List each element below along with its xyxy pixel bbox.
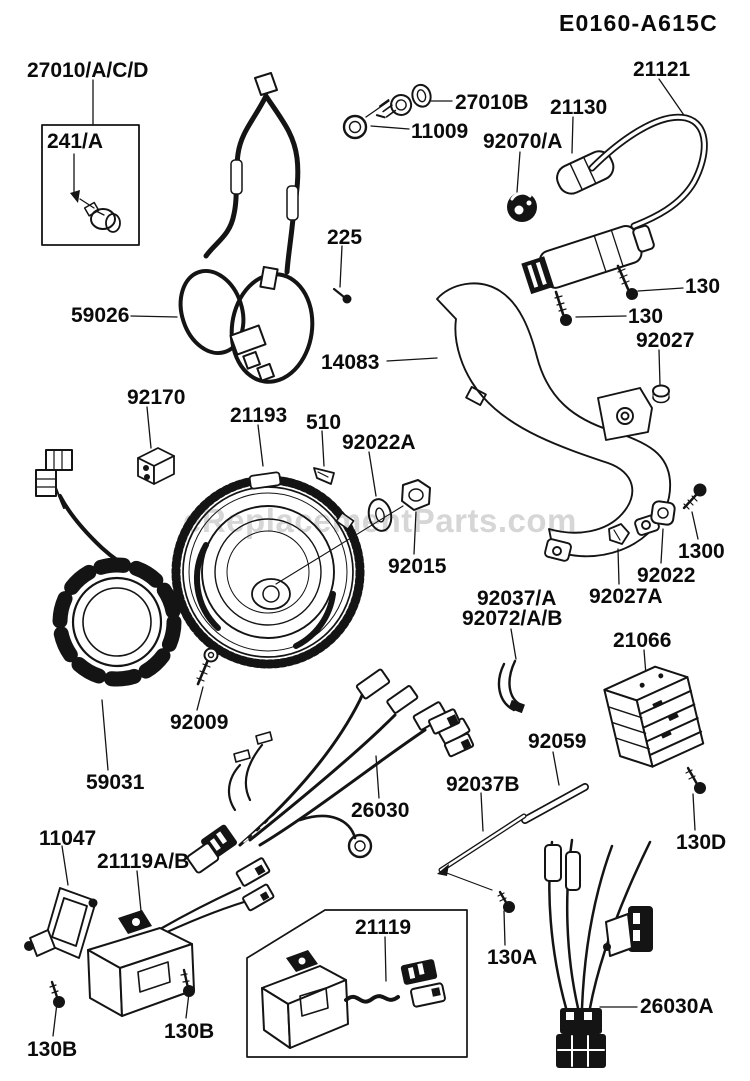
bolt-1300-drawing bbox=[684, 483, 707, 510]
main-harness-drawing bbox=[154, 669, 474, 938]
part-label-92027: 92027 bbox=[636, 329, 695, 352]
diagram-code: E0160-A615C bbox=[559, 10, 718, 36]
part-label-92022a: 92022A bbox=[342, 431, 416, 454]
part-label-59031: 59031 bbox=[86, 771, 145, 794]
fan-housing-drawing bbox=[437, 283, 670, 561]
part-label-92170: 92170 bbox=[127, 386, 186, 409]
part-label-92027a: 92027A bbox=[589, 585, 663, 608]
nut-92015-drawing bbox=[402, 480, 430, 510]
relay-92170-drawing bbox=[138, 448, 174, 484]
part-label-92037a: 92037/A bbox=[477, 587, 557, 610]
part-label-11047: 11047 bbox=[39, 827, 97, 850]
part-label-1300: 1300 bbox=[678, 540, 725, 563]
part-label-92009: 92009 bbox=[170, 711, 229, 734]
nut-92027-drawing bbox=[653, 386, 669, 403]
igniter-drawing bbox=[88, 910, 194, 1016]
part-label-21193: 21193 bbox=[230, 404, 288, 427]
part-label-14083: 14083 bbox=[321, 351, 380, 374]
pulsing-coil-loom-drawing bbox=[170, 73, 319, 387]
part-label-130a: 130A bbox=[487, 946, 538, 969]
clamp-92072-drawing bbox=[499, 661, 525, 714]
part-label-130b: 130B bbox=[27, 1038, 78, 1061]
part-label-21130: 21130 bbox=[550, 96, 608, 119]
coil-bolt-drawings bbox=[555, 266, 638, 326]
part-label-26030: 26030 bbox=[351, 799, 410, 822]
key-510-drawing bbox=[314, 468, 334, 484]
leader-lines bbox=[53, 79, 698, 1036]
part-label-130b: 130B bbox=[164, 1020, 215, 1043]
watermark: eReplacementParts.com bbox=[183, 502, 577, 539]
part-label-92070a: 92070/A bbox=[483, 130, 563, 153]
harness-26030A-drawing bbox=[545, 840, 653, 1068]
inset-box-drawing bbox=[247, 910, 467, 1057]
part-label-92059: 92059 bbox=[528, 730, 587, 753]
part-label-92015: 92015 bbox=[388, 555, 447, 578]
part-label-26030a: 26030A bbox=[640, 995, 714, 1018]
o-ring-drawing bbox=[344, 116, 366, 138]
part-label-27010acd: 27010/A/C/D bbox=[27, 59, 149, 82]
part-label-510: 510 bbox=[306, 411, 342, 434]
key-switch-box-drawing bbox=[42, 125, 139, 245]
tube-92059-drawing bbox=[525, 787, 585, 820]
part-label-241a: 241/A bbox=[47, 130, 104, 153]
part-label-21119ab: 21119A/B bbox=[97, 850, 190, 873]
part-label-92072ab: 92072/A/B bbox=[462, 607, 563, 630]
washer-92022A-drawing bbox=[366, 497, 394, 533]
part-label-225: 225 bbox=[327, 226, 363, 249]
grommet-drawing bbox=[507, 192, 537, 222]
part-label-11009: 11009 bbox=[411, 120, 469, 143]
bolt-225-drawing bbox=[334, 289, 352, 304]
stator-drawing bbox=[36, 450, 174, 679]
bolts-130B-drawing bbox=[50, 970, 195, 1008]
part-label-21121: 21121 bbox=[633, 58, 691, 81]
rod-92037B-drawing bbox=[437, 816, 524, 876]
bolt-130D-drawing bbox=[686, 768, 706, 794]
part-label-92022: 92022 bbox=[637, 564, 696, 587]
bolt-92009-drawing bbox=[197, 649, 218, 685]
spark-plug-drawing bbox=[372, 83, 433, 121]
part-label-59026: 59026 bbox=[71, 304, 130, 327]
part-label-27010b: 27010B bbox=[455, 91, 529, 114]
flywheel-drawing bbox=[176, 472, 360, 664]
clip-92027A-drawing bbox=[609, 524, 629, 544]
part-label-21119: 21119 bbox=[355, 916, 412, 939]
regulator-drawing bbox=[602, 661, 706, 773]
part-label-92037b: 92037B bbox=[446, 773, 520, 796]
part-label-21066: 21066 bbox=[613, 629, 672, 652]
part-label-130d: 130D bbox=[676, 831, 727, 854]
washer-92022-drawing bbox=[651, 501, 676, 526]
bolt-130A-drawing bbox=[498, 892, 515, 913]
ignition-coil-drawing bbox=[521, 117, 704, 295]
part-label-130: 130 bbox=[628, 305, 664, 328]
part-label-130: 130 bbox=[685, 275, 721, 298]
bracket-11047-drawing bbox=[24, 888, 98, 958]
